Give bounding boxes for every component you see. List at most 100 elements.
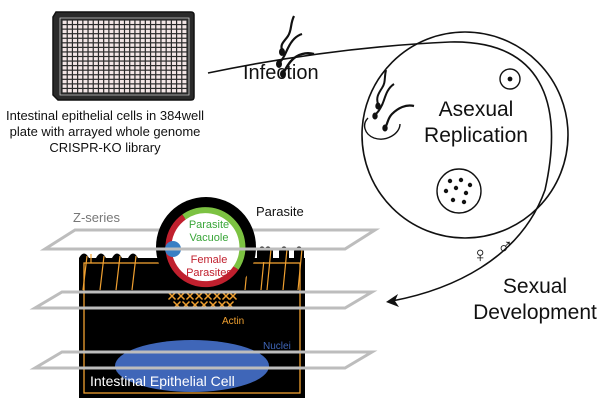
plate-well <box>140 38 145 43</box>
plate-well <box>145 79 150 84</box>
plate-well <box>166 43 171 47</box>
plate-well <box>130 29 135 34</box>
plate-well <box>67 43 72 47</box>
plate-well <box>145 29 150 34</box>
plate-well <box>109 52 114 56</box>
plate-well <box>151 43 156 47</box>
plate-well <box>78 47 83 52</box>
plate-well <box>73 61 78 66</box>
plate-well <box>104 20 109 24</box>
plate-well <box>125 57 130 61</box>
plate-well <box>171 29 176 34</box>
plate-well <box>62 43 67 47</box>
plate-well <box>114 52 119 56</box>
plate-well <box>135 84 140 88</box>
plate-well <box>145 34 150 38</box>
plate-well <box>130 89 135 93</box>
plate-well <box>73 34 78 38</box>
plate-well <box>177 20 182 24</box>
plate-well <box>182 38 187 43</box>
plate-well <box>73 38 78 43</box>
plate-well <box>182 66 187 70</box>
merozoite-dot <box>443 188 449 194</box>
plate-well <box>78 25 83 29</box>
actin-cross <box>221 291 231 301</box>
plate-well <box>140 57 145 61</box>
plate-well <box>83 38 88 43</box>
plate-well <box>114 34 119 38</box>
plate-well <box>135 57 140 61</box>
plate-well <box>140 75 145 79</box>
plate-well <box>151 84 156 88</box>
plate-well <box>161 57 166 61</box>
plate-well <box>119 89 124 93</box>
plate-well <box>140 84 145 88</box>
plate-well <box>67 20 72 24</box>
plate-well <box>88 20 93 24</box>
plate-well <box>182 52 187 56</box>
plate-well <box>73 47 78 52</box>
plate-well <box>73 29 78 34</box>
plate-well <box>161 29 166 34</box>
plate-well <box>171 66 176 70</box>
plate-well <box>88 34 93 38</box>
plate-well <box>161 47 166 52</box>
plate-well <box>177 25 182 29</box>
plate-well <box>125 25 130 29</box>
plate-well <box>73 70 78 75</box>
plate-well <box>151 52 156 56</box>
plate-well <box>130 66 135 70</box>
plate-well <box>151 29 156 34</box>
merozoite-dot <box>463 190 469 196</box>
plate-well <box>83 75 88 79</box>
actin-filament <box>266 248 272 291</box>
plate-well <box>83 70 88 75</box>
plate-well <box>130 84 135 88</box>
plate-well <box>88 66 93 70</box>
plate-well <box>99 47 104 52</box>
plate-well <box>135 66 140 70</box>
plate-well <box>67 25 72 29</box>
plate-well <box>88 29 93 34</box>
plate-well <box>125 29 130 34</box>
plate-well <box>151 20 156 24</box>
merozoite-dot <box>467 182 473 188</box>
plate-well <box>78 75 83 79</box>
plate-well <box>67 38 72 43</box>
plate-well <box>93 89 98 93</box>
plate-well <box>88 38 93 43</box>
plate-well <box>177 57 182 61</box>
nuclei-label: Nuclei <box>263 341 291 352</box>
plate-well <box>130 43 135 47</box>
plate-well <box>166 57 171 61</box>
plate-well <box>109 61 114 66</box>
plate-well <box>171 79 176 84</box>
plate-well <box>151 61 156 66</box>
plate-well <box>93 61 98 66</box>
plate-well <box>88 79 93 84</box>
z-series-label: Z-series <box>73 210 120 225</box>
plate-well <box>135 89 140 93</box>
plate-well <box>182 75 187 79</box>
plate-well <box>140 47 145 52</box>
plate-well <box>130 38 135 43</box>
plate-well <box>83 79 88 84</box>
plate-well <box>62 84 67 88</box>
plate-well <box>67 61 72 66</box>
plate-well <box>78 89 83 93</box>
z-plane-2 <box>29 290 378 310</box>
plate-well <box>156 34 161 38</box>
sexual-development-label: Sexual Development <box>473 275 597 324</box>
plate-well <box>177 52 182 56</box>
plate-well <box>182 61 187 66</box>
plate-well <box>62 61 67 66</box>
plate-well <box>83 29 88 34</box>
plate-well <box>130 61 135 66</box>
plate-well <box>119 57 124 61</box>
merozoite-dot <box>461 199 467 205</box>
plate-well <box>104 29 109 34</box>
plate-well <box>145 52 150 56</box>
plate-well <box>67 29 72 34</box>
plate-well <box>99 25 104 29</box>
plate-well <box>104 89 109 93</box>
